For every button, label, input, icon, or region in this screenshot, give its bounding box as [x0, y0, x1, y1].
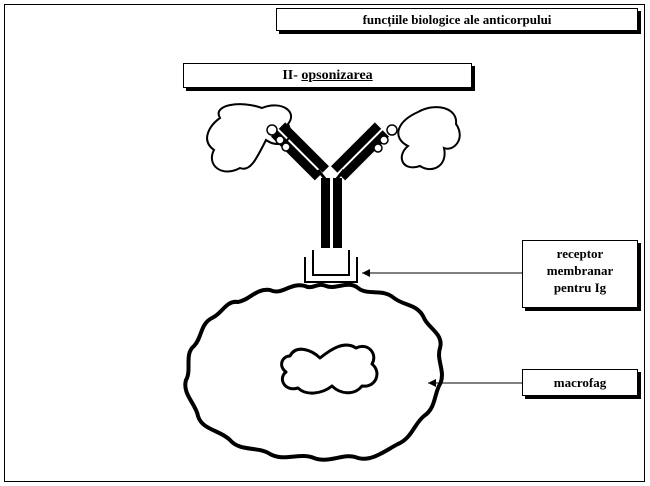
antibody-fc [321, 178, 342, 248]
receptor-label-line3: pentru Ig [523, 279, 637, 296]
receptor-label-line1: receptor [523, 245, 637, 262]
receptor-label-line2: membranar [523, 262, 637, 279]
macrophage-cell [185, 285, 442, 460]
macrophage-label: macrofag [554, 375, 606, 390]
macrophage-nucleus [282, 345, 377, 393]
receptor-label-box: receptor membranar pentru Ig [522, 240, 638, 308]
membrane-receptor [305, 250, 357, 282]
macrophage-label-box: macrofag [522, 369, 638, 396]
antigen-right [398, 107, 459, 169]
